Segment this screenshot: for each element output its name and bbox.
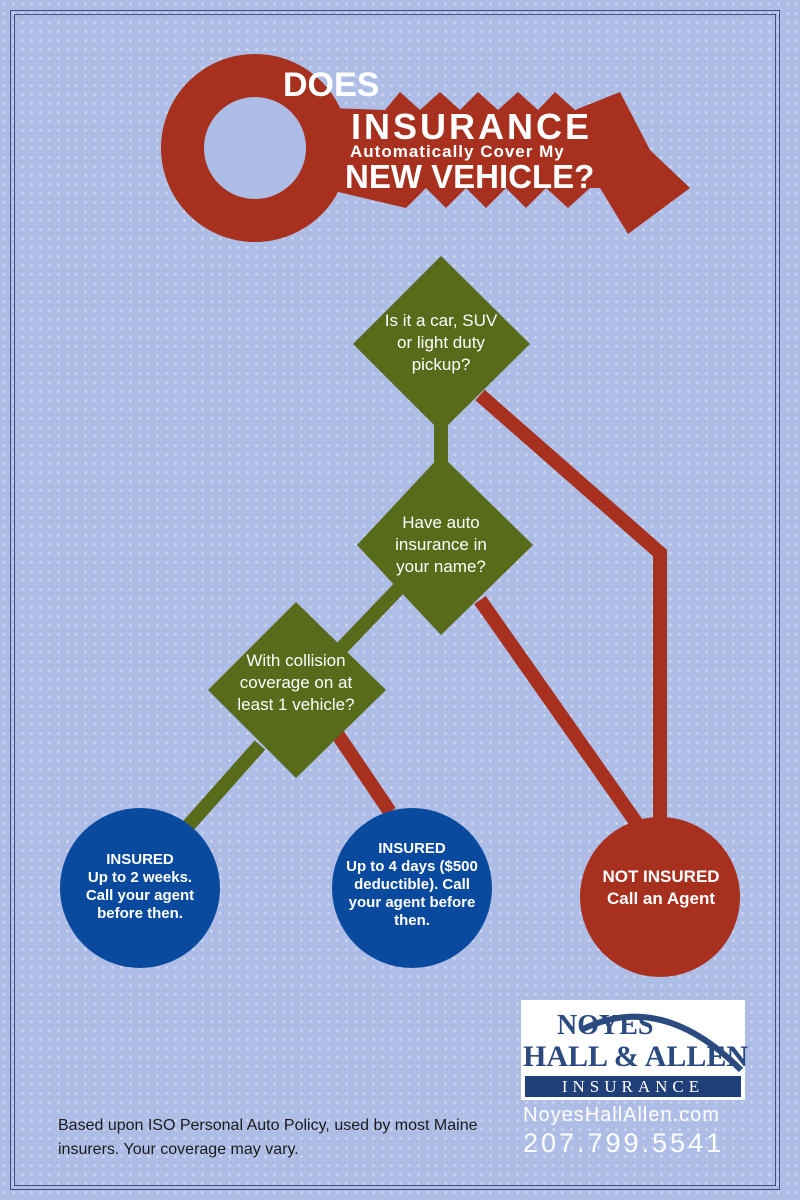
website: NoyesHallAllen.com (523, 1104, 720, 1126)
no-path-auto-insurance (474, 595, 646, 833)
outcome-nodes (60, 808, 740, 977)
outcome-not-insured (580, 817, 740, 977)
outcome-detail: Call an Agent (607, 889, 715, 908)
footnote: Based upon ISO Personal Auto Policy, use… (58, 1117, 478, 1158)
phone-number: 207.799.5541 (523, 1128, 725, 1158)
outcome-status: NOT INSURED (602, 867, 720, 886)
key-icon (161, 54, 690, 242)
decision-nodes (208, 256, 533, 778)
logo-hall-allen: HALL & ALLEN (523, 1040, 749, 1073)
outcome-status: INSURED (106, 851, 174, 868)
yes-path-collision (182, 740, 266, 831)
outcome-insured-4-days (332, 808, 492, 968)
title-insurance: INSURANCE (351, 106, 593, 147)
question-collision: With collision coverage on at least 1 ve… (237, 651, 355, 714)
company-logo: NOYES HALL & ALLEN INSURANCE (521, 1000, 749, 1100)
outcome-label-insured-4-days: INSURED Up to 4 days ($500 deductible). … (342, 840, 482, 930)
logo-insurance-bar: INSURANCE (525, 1076, 741, 1097)
inner-border (14, 14, 776, 1186)
question-vehicle-type: Is it a car, SUV or light duty pickup? (384, 311, 498, 374)
outcome-label-insured-2-weeks: INSURED Up to 2 weeks. Call your agent b… (75, 851, 205, 923)
title-new-vehicle: NEW VEHICLE? (345, 158, 595, 195)
outcome-insured-2-weeks (60, 808, 220, 968)
title-does: DOES (283, 66, 380, 104)
no-path-collision (332, 731, 396, 816)
key-blade (330, 92, 690, 234)
outcome-detail: Up to 4 days ($500 deductible). Call you… (346, 858, 478, 929)
decision-vehicle-type (353, 256, 530, 432)
no-path-vehicle-type (475, 389, 667, 830)
decision-auto-insurance (357, 455, 533, 635)
no-paths (332, 389, 667, 833)
outer-border (10, 10, 780, 1190)
decision-collision (208, 602, 386, 778)
outcome-label-not-insured: NOT INSURED Call an Agent (586, 866, 736, 910)
outcome-status: INSURED (378, 840, 446, 857)
yes-path-auto-insurance (332, 580, 408, 657)
outcome-detail: Up to 2 weeks. Call your agent before th… (85, 869, 195, 922)
title-automatically: Automatically Cover My (350, 142, 565, 161)
logo-arc-icon (579, 1013, 744, 1073)
logo-noyes: NOYES (557, 1010, 654, 1041)
question-auto-insurance: Have auto insurance in your name? (395, 513, 487, 576)
key-hole (204, 97, 306, 199)
